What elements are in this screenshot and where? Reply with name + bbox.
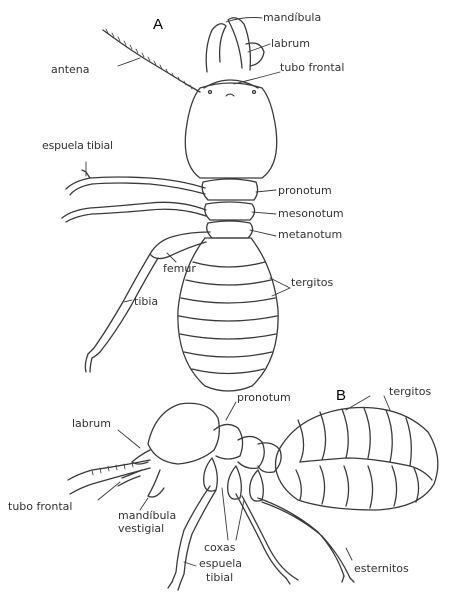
vestigial-mandible-b [148, 470, 164, 497]
label-tubo-frontal-a: tubo frontal [280, 62, 344, 73]
label-vestigial-b: vestigial [118, 523, 164, 534]
label-tergitos-b: tergitos [389, 386, 431, 397]
label-espuela-tibial-a: espuela tibial [42, 140, 113, 151]
hind-leg-b [258, 498, 350, 578]
label-femur-a: femur [163, 263, 196, 274]
label-tergitos-a: tergitos [291, 277, 333, 288]
label-mesonotum-a: mesonotum [278, 208, 344, 219]
coxa-2-b [228, 466, 242, 499]
head-b [148, 403, 219, 464]
mesonotum-a [205, 202, 255, 220]
label-tubo-frontal-b: tubo frontal [8, 501, 72, 512]
panel-a-letter: A [153, 17, 163, 32]
coxa-3-b [250, 470, 264, 501]
label-espuela-b: espuela [199, 558, 242, 569]
label-metanotum-a: metanotum [278, 229, 342, 240]
mid-leg-b [236, 494, 292, 578]
label-labrum-a: labrum [271, 38, 310, 49]
label-mandibula-b: mandíbula [118, 510, 176, 521]
head-a [185, 83, 276, 178]
panel-b-letter: B [336, 388, 346, 403]
label-tibial-b: tibial [206, 572, 233, 583]
label-esternitos-b: esternitos [354, 563, 409, 574]
pronotum-b [214, 424, 243, 459]
mandible-a [206, 24, 226, 72]
label-mandibula-a: mandíbula [263, 12, 321, 23]
label-tibia-a: tibia [134, 296, 158, 307]
labrum-a [246, 43, 264, 66]
abdomen-a [178, 238, 278, 391]
label-pronotum-b: pronotum [237, 392, 291, 403]
label-pronotum-a: pronotum [278, 185, 332, 196]
metanotum-a [207, 221, 253, 238]
label-labrum-b: labrum [72, 418, 111, 429]
label-coxas-b: coxas [204, 542, 235, 553]
pronotum-a [202, 179, 257, 200]
antenna-a [103, 30, 200, 92]
panel-b-drawing [68, 396, 438, 590]
hind-femur-a [150, 232, 210, 259]
panel-a-drawing [62, 18, 290, 392]
label-antena-a: antena [51, 64, 90, 75]
